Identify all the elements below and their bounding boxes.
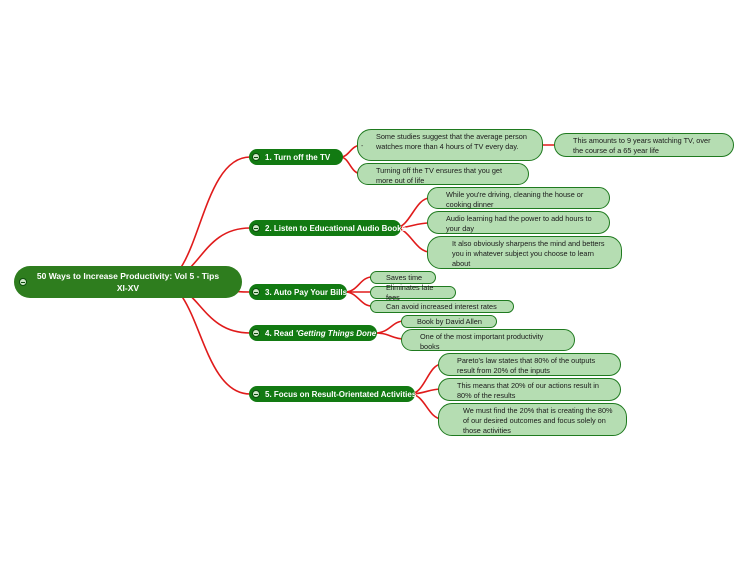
leaf-find-twenty[interactable]: We must find the 20% that is creating th…	[438, 403, 627, 436]
leaf-audio-hours[interactable]: Audio learning had the power to add hour…	[427, 211, 610, 234]
leaf-text: Turning off the TV ensures that you get …	[376, 166, 503, 185]
branch-label: 4. Read 'Getting Things Done'	[265, 329, 378, 338]
leaf-david-allen[interactable]: Book by David Allen	[401, 315, 497, 328]
collapse-icon[interactable]	[19, 278, 27, 286]
collapse-icon[interactable]	[252, 288, 260, 296]
central-topic-label: 50 Ways to Increase Productivity: Vol 5 …	[36, 271, 220, 293]
collapse-icon[interactable]	[252, 329, 260, 337]
leaf-text: Eliminates late fees	[386, 282, 434, 302]
branch-auto-pay[interactable]: 3. Auto Pay Your Bills	[249, 284, 347, 300]
branch-audio-books[interactable]: 2. Listen to Educational Audio Books	[249, 220, 406, 236]
branch-label-prefix: 4. Read	[265, 328, 296, 338]
branch-label: 2. Listen to Educational Audio Books	[265, 223, 407, 233]
leaf-twenty-percent[interactable]: This means that 20% of our actions resul…	[438, 378, 621, 401]
leaf-audio-sharpens[interactable]: It also obviously sharpens the mind and …	[427, 236, 622, 269]
leaf-text: Can avoid increased interest rates	[386, 301, 497, 311]
leaf-saves-time[interactable]: Saves time	[370, 271, 436, 284]
leaf-audio-driving[interactable]: While you're driving, cleaning the house…	[427, 187, 610, 209]
leaf-tv-more-life[interactable]: Turning off the TV ensures that you get …	[357, 163, 529, 185]
branch-label: 5. Focus on Result-Orientated Activities	[265, 389, 417, 399]
collapse-icon[interactable]	[252, 153, 260, 161]
branch-getting-things-done[interactable]: 4. Read 'Getting Things Done'	[249, 325, 378, 341]
leaf-text: We must find the 20% that is creating th…	[463, 406, 613, 435]
branch-turn-off-tv[interactable]: 1. Turn off the TV	[249, 149, 343, 165]
collapse-icon[interactable]	[252, 390, 260, 398]
leaf-text: One of the most important productivity b…	[420, 332, 544, 351]
leaf-text: Some studies suggest that the average pe…	[376, 132, 527, 151]
leaf-text: Pareto's law states that 80% of the outp…	[457, 356, 596, 375]
leaf-pareto-law[interactable]: Pareto's law states that 80% of the outp…	[438, 353, 621, 376]
branch-label-italic: 'Getting Things Done'	[295, 328, 379, 338]
leaf-text: While you're driving, cleaning the house…	[446, 190, 584, 209]
leaf-text: Saves time	[386, 272, 423, 282]
leaf-text: Audio learning had the power to add hour…	[446, 214, 592, 233]
branch-result-orientated[interactable]: 5. Focus on Result-Orientated Activities	[249, 386, 417, 402]
leaf-text: Book by David Allen	[417, 316, 482, 326]
branch-label: 1. Turn off the TV	[265, 152, 331, 162]
leaf-late-fees[interactable]: Eliminates late fees	[370, 283, 456, 302]
leaf-important-books[interactable]: One of the most important productivity b…	[401, 329, 575, 351]
leaf-interest-rates[interactable]: Can avoid increased interest rates	[370, 300, 514, 313]
leaf-tv-nine-years[interactable]: This amounts to 9 years watching TV, ove…	[554, 133, 734, 157]
bullet-icon: -	[361, 143, 364, 150]
leaf-tv-studies[interactable]: - Some studies suggest that the average …	[357, 129, 543, 161]
collapse-icon[interactable]	[252, 224, 260, 232]
leaf-text: This amounts to 9 years watching TV, ove…	[573, 136, 711, 155]
central-topic[interactable]: 50 Ways to Increase Productivity: Vol 5 …	[14, 266, 242, 298]
leaf-text: It also obviously sharpens the mind and …	[452, 239, 605, 268]
leaf-text: This means that 20% of our actions resul…	[457, 381, 599, 400]
branch-label: 3. Auto Pay Your Bills	[265, 287, 348, 297]
